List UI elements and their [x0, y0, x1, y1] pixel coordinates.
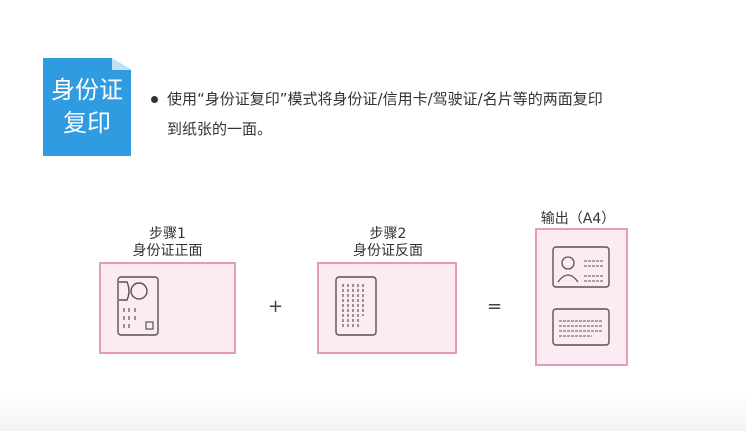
- step2-title: 步骤2: [369, 226, 407, 242]
- step1-label: 步骤1 身份证正面: [100, 226, 235, 260]
- step1-title: 步骤1: [149, 226, 186, 242]
- badge-line-1: 身份证: [51, 76, 123, 104]
- id-card-front-icon: [117, 276, 159, 336]
- output-label: 输出（A4）: [540, 211, 616, 227]
- id-copy-badge: 身份证 复印: [43, 58, 131, 156]
- badge-line-2: 复印: [63, 109, 111, 137]
- equals-sign: =: [487, 296, 503, 317]
- output-card-front-icon: [552, 246, 610, 288]
- description-line-2: 到纸张的一面。: [167, 120, 273, 138]
- bullet-dot: [151, 96, 158, 103]
- bottom-fade: [0, 395, 746, 431]
- badge-corner-fold: [112, 58, 131, 70]
- output-card-back-icon: [552, 308, 610, 346]
- step2-label: 步骤2 身份证反面: [318, 226, 458, 260]
- step1-subtitle: 身份证正面: [132, 243, 203, 259]
- description-line-1: 使用“身份证复印”模式将身份证/信用卡/驾驶证/名片等的两面复印: [167, 90, 603, 108]
- id-card-back-icon: [335, 276, 377, 336]
- output-box: [535, 228, 628, 366]
- plus-sign: +: [268, 296, 284, 317]
- step2-subtitle: 身份证反面: [353, 243, 423, 259]
